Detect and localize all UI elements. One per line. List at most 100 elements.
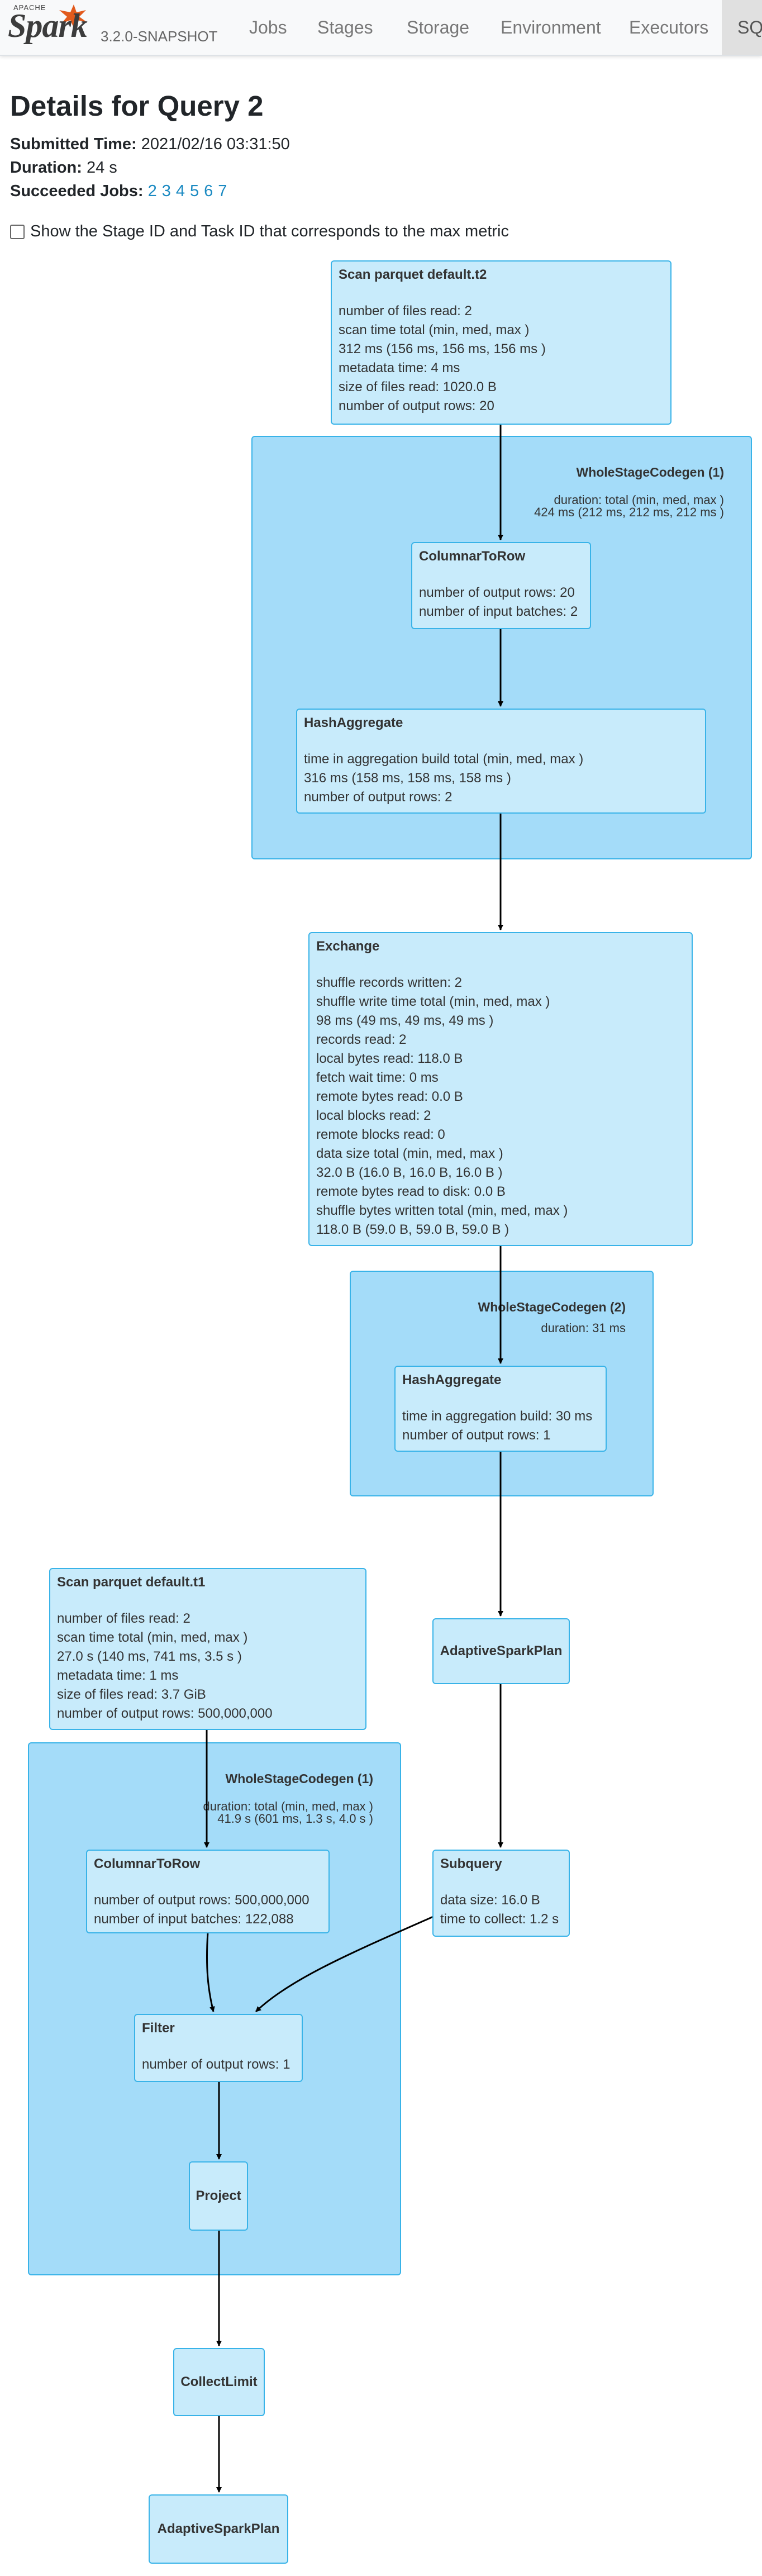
plan-node-adaptivesparkplan-1[interactable]: AdaptiveSparkPlan (432, 1618, 570, 1684)
plan-node-adaptivesparkplan-2[interactable]: AdaptiveSparkPlan (149, 2494, 288, 2564)
spark-star-icon (59, 4, 87, 28)
cluster-title: WholeStageCodegen (2) (478, 1300, 626, 1314)
node-metric: size of files read: 1020.0 B (339, 379, 497, 395)
plan-node-scan-parquet-t2[interactable]: Scan parquet default.t2 number of files … (331, 260, 671, 425)
version-label: 3.2.0-SNAPSHOT (101, 28, 218, 45)
node-metric: records read: 2 (316, 1032, 407, 1047)
node-metric: local bytes read: 118.0 B (316, 1051, 463, 1066)
plan-node-hashaggregate-2[interactable]: HashAggregate time in aggregation build:… (394, 1366, 607, 1452)
node-title: CollectLimit (180, 2374, 258, 2389)
cluster-metric: duration: total (min, med, max ) (554, 493, 724, 507)
node-metric: size of files read: 3.7 GiB (57, 1687, 206, 1702)
node-title: HashAggregate (402, 1372, 502, 1387)
node-title: Scan parquet default.t1 (57, 1575, 206, 1590)
tab-environment[interactable]: Environment (501, 17, 601, 37)
node-metric: data size total (min, med, max ) (316, 1146, 503, 1161)
edge (206, 1932, 215, 2012)
node-title: AdaptiveSparkPlan (440, 1643, 563, 1658)
node-metric: scan time total (min, med, max ) (339, 322, 530, 338)
plan-node-scan-parquet-t1[interactable]: Scan parquet default.t1 number of files … (49, 1568, 366, 1730)
plan-node-exchange[interactable]: Exchange shuffle records written: 2 shuf… (308, 932, 693, 1246)
duration: Duration: 24 s (10, 159, 117, 177)
node-metric: number of output rows: 500,000,000 (57, 1706, 273, 1721)
node-metric: number of files read: 2 (57, 1611, 190, 1626)
job-link[interactable]: 7 (218, 182, 227, 200)
job-link[interactable]: 3 (161, 182, 171, 200)
show-stage-task-checkbox[interactable]: Show the Stage ID and Task ID that corre… (10, 222, 509, 241)
cluster-metric: duration: total (min, med, max ) (203, 1799, 373, 1813)
cluster-metric: 424 ms (212 ms, 212 ms, 212 ms ) (534, 505, 724, 519)
job-link[interactable]: 2 (147, 182, 157, 200)
job-link[interactable]: 4 (175, 182, 185, 200)
node-metric: 98 ms (49 ms, 49 ms, 49 ms ) (316, 1013, 494, 1028)
apache-label: APACHE (13, 3, 46, 12)
node-metric: number of output rows: 20 (419, 585, 575, 600)
node-metric: shuffle bytes written total (min, med, m… (316, 1203, 568, 1218)
node-metric: local blocks read: 2 (316, 1108, 431, 1123)
node-metric: shuffle write time total (min, med, max … (316, 994, 550, 1009)
node-title: HashAggregate (304, 715, 403, 730)
checkbox-label: Show the Stage ID and Task ID that corre… (30, 222, 509, 240)
node-metric: metadata time: 1 ms (57, 1668, 179, 1683)
cluster-metric: 41.9 s (601 ms, 1.3 s, 4.0 s ) (217, 1812, 373, 1826)
node-title: AdaptiveSparkPlan (157, 2521, 280, 2536)
edge (255, 1914, 436, 2013)
node-title: ColumnarToRow (94, 1856, 201, 1871)
node-metric: metadata time: 4 ms (339, 360, 460, 376)
cluster-title: WholeStageCodegen (1) (576, 465, 724, 479)
node-title: Filter (142, 2021, 175, 2036)
node-metric: time to collect: 1.2 s (440, 1912, 559, 1927)
cluster-metric: duration: 31 ms (541, 1321, 626, 1335)
node-metric: number of input batches: 122,088 (94, 1912, 294, 1927)
node-metric: number of output rows: 1 (142, 2057, 290, 2072)
node-metric: 118.0 B (59.0 B, 59.0 B, 59.0 B ) (316, 1222, 509, 1237)
tab-stages[interactable]: Stages (317, 17, 373, 37)
plan-node-columnartorow-2[interactable]: ColumnarToRow number of output rows: 500… (86, 1850, 330, 1933)
node-metric: remote blocks read: 0 (316, 1127, 445, 1142)
node-metric: 32.0 B (16.0 B, 16.0 B, 16.0 B ) (316, 1165, 503, 1180)
node-metric: 27.0 s (140 ms, 741 ms, 3.5 s ) (57, 1649, 242, 1664)
node-metric: number of output rows: 1 (402, 1428, 551, 1443)
node-metric: time in aggregation build total (min, me… (304, 752, 584, 767)
tab-executors[interactable]: Executors (629, 17, 709, 37)
plan-node-hashaggregate-1[interactable]: HashAggregate time in aggregation build … (296, 709, 706, 814)
tab-storage[interactable]: Storage (407, 17, 470, 37)
top-navbar: APACHE Spark 3.2.0-SNAPSHOT Jobs Stages … (0, 0, 762, 56)
node-metric: time in aggregation build: 30 ms (402, 1409, 593, 1424)
plan-node-collectlimit[interactable]: CollectLimit (173, 2348, 265, 2416)
job-link[interactable]: 5 (190, 182, 199, 200)
node-metric: scan time total (min, med, max ) (57, 1630, 248, 1645)
tab-sql[interactable]: SQ (722, 0, 762, 55)
node-title: Subquery (440, 1856, 502, 1871)
node-title: Project (196, 2188, 241, 2203)
checkbox-box[interactable] (10, 224, 25, 239)
node-metric: data size: 16.0 B (440, 1893, 540, 1908)
page-title: Details for Query 2 (10, 90, 264, 122)
plan-node-columnartorow-1[interactable]: ColumnarToRow number of output rows: 20 … (411, 542, 591, 629)
node-title: Scan parquet default.t2 (339, 267, 487, 282)
submitted-time: Submitted Time: 2021/02/16 03:31:50 (10, 135, 290, 153)
node-metric: fetch wait time: 0 ms (316, 1070, 439, 1085)
node-metric: remote bytes read to disk: 0.0 B (316, 1184, 506, 1199)
spark-wordmark: Spark (8, 7, 88, 44)
node-metric: remote bytes read: 0.0 B (316, 1089, 463, 1104)
cluster-title: WholeStageCodegen (1) (225, 1771, 373, 1786)
node-metric: 316 ms (158 ms, 158 ms, 158 ms ) (304, 771, 511, 786)
spark-logo[interactable]: APACHE Spark (8, 2, 103, 51)
node-metric: number of files read: 2 (339, 303, 472, 319)
plan-node-filter[interactable]: Filter number of output rows: 1 (134, 2014, 303, 2082)
node-metric: number of output rows: 20 (339, 398, 494, 414)
node-metric: number of input batches: 2 (419, 604, 578, 619)
node-metric: 312 ms (156 ms, 156 ms, 156 ms ) (339, 341, 546, 357)
tab-jobs[interactable]: Jobs (249, 17, 287, 37)
node-title: Exchange (316, 939, 380, 954)
job-link[interactable]: 6 (204, 182, 213, 200)
node-metric: number of output rows: 500,000,000 (94, 1893, 309, 1908)
plan-node-subquery[interactable]: Subquery data size: 16.0 B time to colle… (432, 1850, 570, 1937)
node-metric: shuffle records written: 2 (316, 975, 463, 990)
node-metric: number of output rows: 2 (304, 790, 453, 805)
plan-node-project[interactable]: Project (189, 2161, 248, 2231)
node-title: ColumnarToRow (419, 549, 526, 564)
